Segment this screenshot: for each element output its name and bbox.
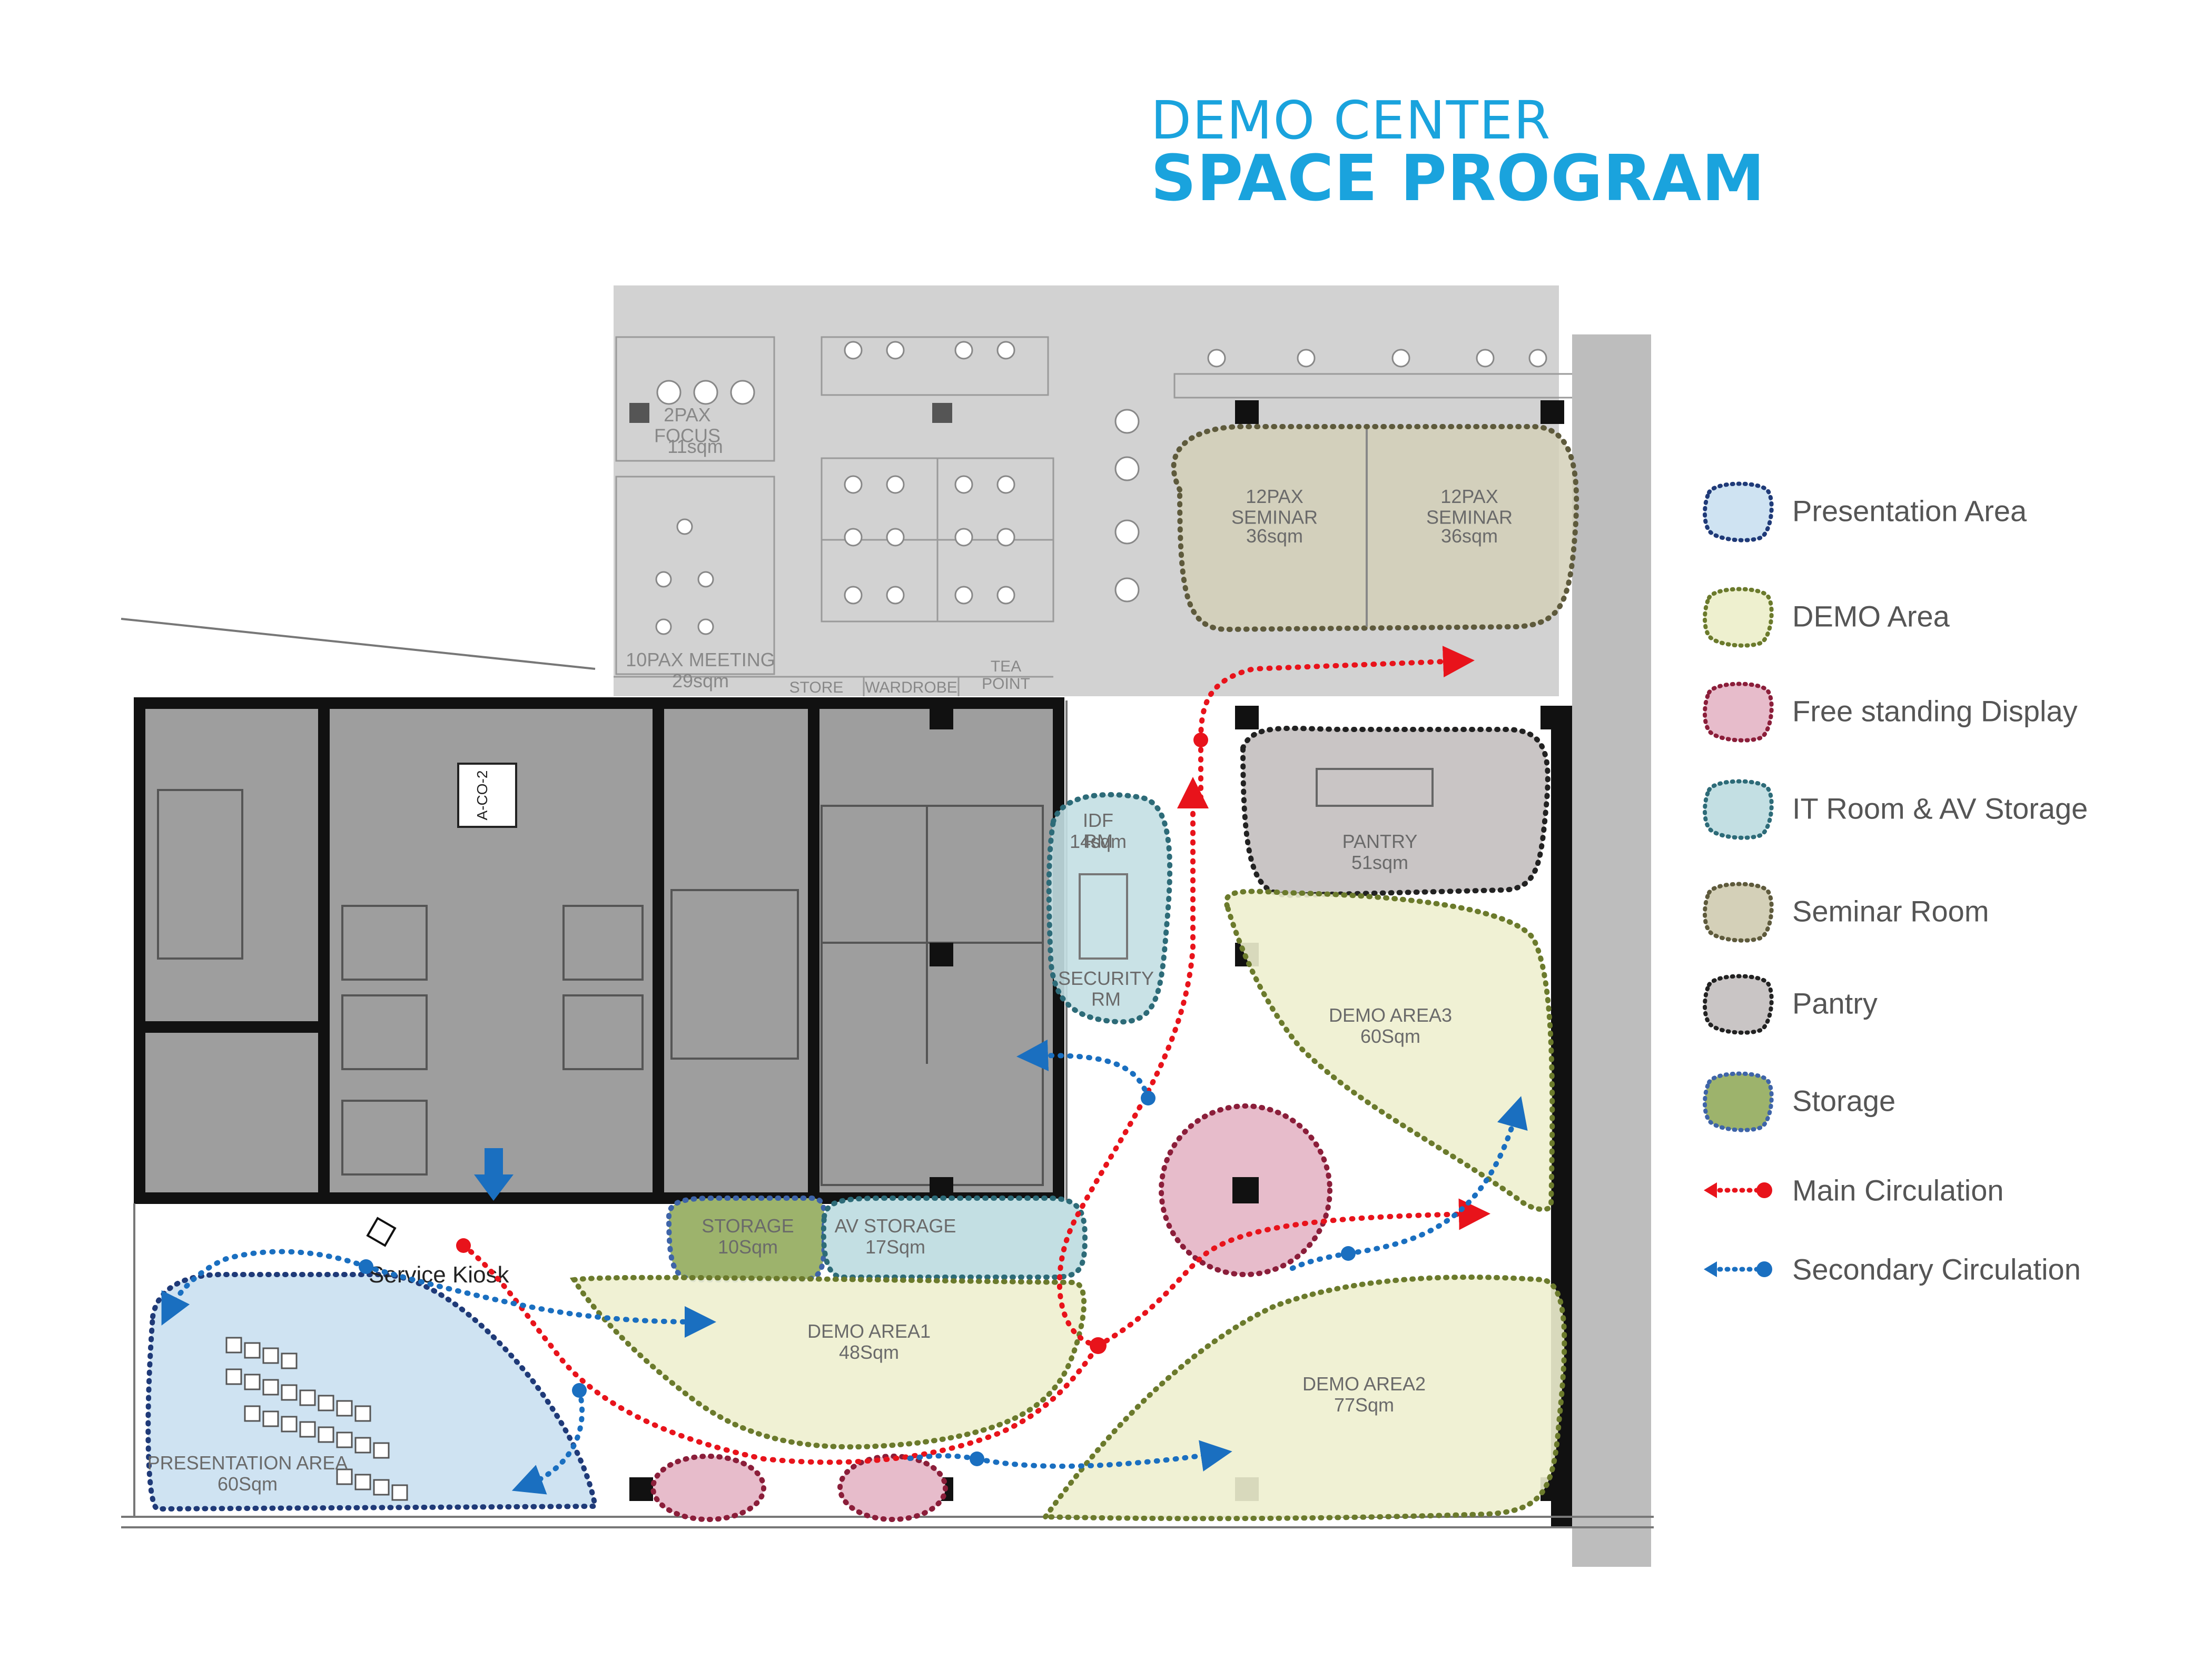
display-zone-bottom-left [650, 1454, 766, 1522]
legend-swatch-pantry-icon [1703, 974, 1774, 1035]
legend-label: Pantry [1792, 986, 1878, 1020]
display-zone-bottom-right [837, 1454, 948, 1522]
av-storage-area: 17Sqm [865, 1236, 925, 1258]
legend-item-presentation: Presentation Area [1698, 477, 2172, 545]
presentation-area-area: 60Sqm [218, 1473, 278, 1495]
meeting-room-area: 29sqm [672, 670, 729, 692]
seminar-room-zone [1171, 424, 1579, 633]
title-line1: DEMO CENTER [1151, 90, 1552, 151]
demo-area2-name: DEMO AREA2 [1302, 1373, 1426, 1395]
storage-area: 10Sqm [718, 1236, 778, 1258]
presentation-area-name: PRESENTATION AREA [147, 1452, 348, 1474]
presentation-seats [225, 1337, 408, 1501]
legend-main-circulation-arrow-icon [1704, 1182, 1772, 1198]
column [629, 403, 649, 423]
legend-swatch-display-icon [1703, 682, 1774, 743]
demo-area3-name: DEMO AREA3 [1329, 1004, 1452, 1026]
title-line2: SPACE PROGRAM [1151, 142, 1765, 215]
legend-item-main-circulation: Main Circulation [1698, 1156, 2172, 1224]
legend-item-storage: Storage [1698, 1066, 2172, 1135]
seminar2-area: 36sqm [1441, 525, 1498, 547]
legend-item-it-room: IT Room & AV Storage [1698, 774, 2172, 843]
legend-label: Free standing Display [1792, 694, 2078, 728]
legend-label: Secondary Circulation [1792, 1252, 2081, 1286]
building-core [134, 698, 1059, 1203]
demo-area1-name: DEMO AREA1 [807, 1320, 931, 1342]
legend-label: Storage [1792, 1084, 1896, 1118]
core-details [157, 763, 1044, 1186]
demo-area2-area: 77Sqm [1334, 1394, 1394, 1416]
av-storage-name: AV STORAGE [835, 1215, 956, 1237]
right-facade-strip [1572, 334, 1651, 1567]
av-storage-zone [821, 1196, 1088, 1280]
legend-label: IT Room & AV Storage [1792, 792, 2088, 825]
kiosk-icon [366, 1217, 397, 1247]
focus-room-area: 11sqm [667, 436, 723, 457]
demo-area2-zone [1040, 1275, 1567, 1522]
legend-swatch-seminar-icon [1703, 882, 1774, 943]
column [1232, 1177, 1259, 1203]
demo-area3-area: 60Sqm [1360, 1025, 1420, 1047]
legend-item-demo: DEMO Area [1698, 582, 2172, 650]
storage-name: STORAGE [702, 1215, 794, 1237]
legend-label: Main Circulation [1792, 1173, 2004, 1207]
seminar1-area: 36sqm [1246, 525, 1303, 547]
legend-swatch-it-room-icon [1703, 779, 1774, 840]
column [932, 403, 952, 423]
legend-item-display: Free standing Display [1698, 677, 2172, 745]
upper-office-chairs [655, 341, 1547, 635]
demo-area1-area: 48Sqm [839, 1341, 899, 1363]
meeting-room-name: 10PAX MEETING [626, 649, 775, 670]
wardrobe-label: WARDROBE [865, 679, 957, 696]
legend-secondary-circulation-arrow-icon [1704, 1261, 1772, 1277]
entrance-arrow-icon [474, 1148, 514, 1201]
aco2-label: A-CO-2 [474, 771, 490, 821]
demo-area1-zone [569, 1275, 1087, 1450]
demo-area3-zone [1223, 888, 1555, 1212]
it-room-zone [1046, 792, 1173, 1025]
secondary-circulation [161, 1039, 1528, 1495]
legend-item-seminar: Seminar Room [1698, 877, 2172, 945]
pantry-zone [1240, 725, 1551, 898]
legend-label: Presentation Area [1792, 494, 2027, 528]
pantry-area: 51sqm [1351, 852, 1408, 873]
legend-swatch-storage-icon [1703, 1071, 1774, 1132]
pantry-name: PANTRY [1342, 831, 1418, 852]
legend-item-secondary-circulation: Secondary Circulation [1698, 1235, 2172, 1303]
legend-label: Seminar Room [1792, 894, 1989, 928]
legend-label: DEMO Area [1792, 599, 1950, 633]
it-room-area: 14sqm [1070, 831, 1127, 852]
legend-swatch-presentation-icon [1703, 481, 1774, 542]
legend-swatch-demo-icon [1703, 587, 1774, 648]
main-circulation [461, 646, 1490, 1465]
store-label: STORE [789, 679, 844, 696]
legend-item-pantry: Pantry [1698, 969, 2172, 1038]
presentation-area-zone [145, 1272, 598, 1512]
